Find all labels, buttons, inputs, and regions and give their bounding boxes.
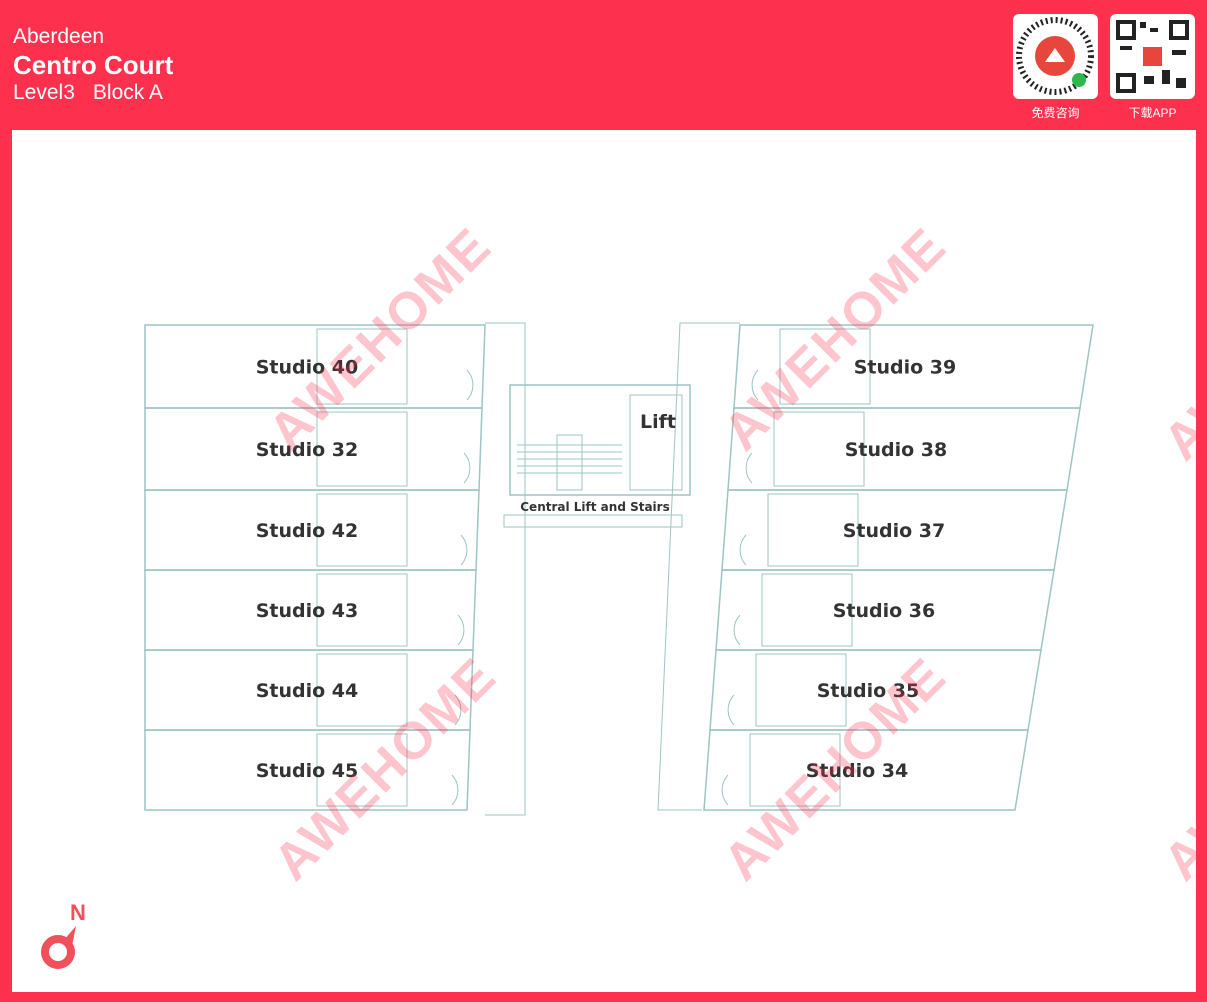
bathroom-outline (755, 653, 847, 727)
core-threshold (503, 514, 683, 528)
door-swing (454, 694, 462, 726)
studio-label: Studio 40 (256, 357, 359, 379)
studio-label: Studio 36 (833, 600, 936, 622)
level-block: Level3 Block A (13, 80, 181, 106)
door-swing (745, 452, 753, 484)
app-qr-icon[interactable] (1110, 14, 1195, 99)
corridor-wall (485, 322, 526, 816)
studio-label: Studio 45 (256, 760, 359, 782)
floorplan: Studio 40 Studio 32 Studio 42 Studio 43 Stud… (144, 322, 1094, 816)
door-swing (733, 614, 741, 646)
header: Aberdeen Centro Court Level3 Block A (13, 24, 181, 106)
bathroom-outline (749, 733, 841, 807)
door-swing (727, 694, 735, 726)
studio-label: Studio 34 (806, 760, 909, 782)
qr-label-app: 下载APP (1128, 106, 1177, 120)
qr-label-consult: 免费咨询 (1031, 106, 1080, 120)
bathroom-outline (316, 653, 408, 727)
bathroom-outline (316, 328, 408, 405)
bathroom-outline (316, 493, 408, 567)
studio-label: Studio 42 (256, 520, 359, 542)
stair-well (556, 434, 583, 491)
north-label: N (70, 900, 86, 925)
door-swing (457, 614, 465, 646)
lift-label: Lift (640, 411, 676, 433)
bathroom-outline (773, 411, 865, 487)
core-outline (509, 384, 691, 496)
city: Aberdeen (13, 25, 105, 48)
bathroom-outline (316, 733, 408, 807)
floorplan-canvas: Studio 40 Studio 32 Studio 42 Studio 43 Stud… (12, 130, 1196, 992)
door-swing (463, 452, 471, 484)
level: Level3 (13, 81, 75, 104)
studio-label: Studio 44 (256, 680, 359, 702)
bathroom-outline (316, 573, 408, 647)
studio-outline (144, 729, 471, 811)
core-label: Central Lift and Stairs (520, 500, 669, 514)
corridor-wall (657, 322, 740, 811)
door-swing (460, 534, 468, 566)
studio-label: Studio 37 (843, 520, 946, 542)
door-swing (739, 534, 747, 566)
bathroom-outline (316, 411, 408, 487)
studio-label: Studio 35 (817, 680, 920, 702)
studio-label: Studio 43 (256, 600, 359, 622)
door-swing (466, 369, 474, 401)
block: Block A (92, 81, 163, 104)
door-swing (451, 774, 459, 806)
studio-label: Studio 38 (845, 439, 948, 461)
door-swing (721, 774, 729, 806)
studio-label: Studio 32 (256, 439, 359, 461)
studio-outline (703, 729, 1029, 811)
property-name: Centro Court (13, 50, 174, 80)
bathroom-outline (779, 328, 871, 405)
lift-shaft (629, 394, 683, 491)
studio-label: Studio 39 (854, 357, 957, 379)
bathroom-outline (767, 493, 859, 567)
bathroom-outline (761, 573, 853, 647)
door-swing (751, 369, 759, 401)
mini-program-qr-icon[interactable] (1013, 14, 1098, 99)
